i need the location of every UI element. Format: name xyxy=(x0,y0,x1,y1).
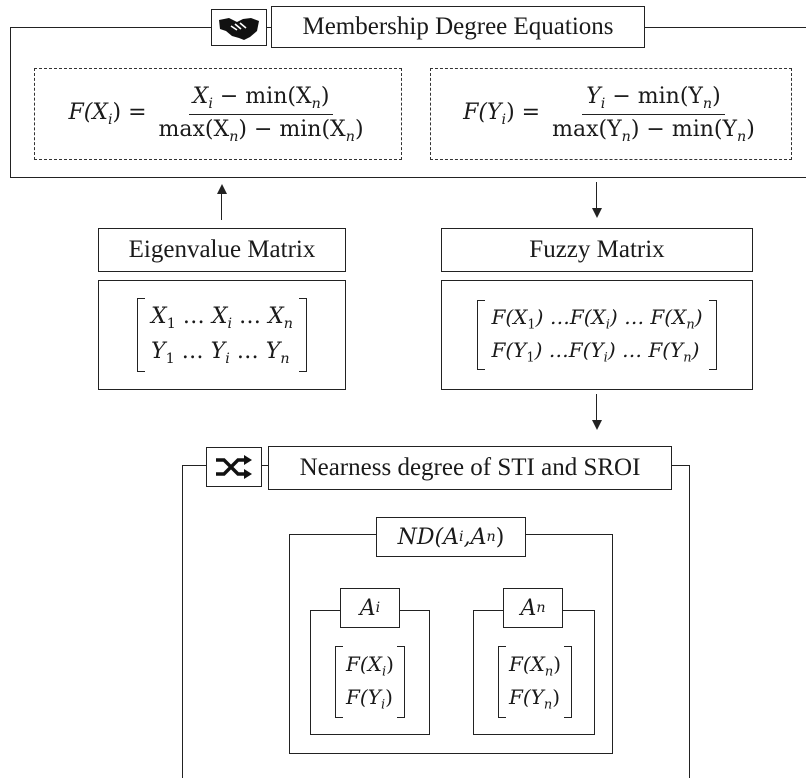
fuzzy-title: Fuzzy Matrix xyxy=(441,228,753,272)
eigen-matrix: X1 … Xi … Xn Y1 … Yi … Yn xyxy=(137,297,307,373)
arrow-down-line-2 xyxy=(596,394,597,420)
membership-icon-box xyxy=(211,9,267,46)
nearness-icon-box xyxy=(206,447,262,487)
arrow-up-head xyxy=(217,184,227,194)
equation-y: F(Yi) = Yi − min(Yn) max(Yn) − min(Yn) xyxy=(430,68,792,160)
arrow-down-head-2 xyxy=(592,420,602,430)
fuzzy-matrix-box: F(X1) …F(Xi) … F(Xn) F(Y1) …F(Yi) … F(Yn… xyxy=(441,280,753,390)
arrow-down-line-1 xyxy=(596,182,597,208)
eigen-row-2: Y1 … Yi … Yn xyxy=(151,339,290,367)
handshake-icon xyxy=(219,17,259,40)
arrow-up-line xyxy=(221,194,222,220)
membership-title: Membership Degree Equations xyxy=(271,6,645,48)
an-matrix: F(Xn) F(Yn) xyxy=(480,646,590,718)
eq-x-lhs: F(Xi) = xyxy=(68,100,147,128)
eigen-row-1: X1 … Xi … Xn xyxy=(151,303,293,332)
equation-x: F(Xi) = Xi − min(Xn) max(Xn) − min(Xn) xyxy=(34,68,402,160)
arrow-down-head-1 xyxy=(592,208,602,218)
eq-y-fraction: Yi − min(Yn) max(Yn) − min(Yn) xyxy=(552,83,755,145)
ai-matrix: F(Xi) F(Yi) xyxy=(316,646,424,718)
fuzzy-row-2: F(Y1) …F(Yi) … F(Yn) xyxy=(491,338,700,366)
fuzzy-matrix: F(X1) …F(Xi) … F(Xn) F(Y1) …F(Yi) … F(Yn… xyxy=(477,299,717,371)
fuzzy-row-1: F(X1) …F(Xi) … F(Xn) xyxy=(491,304,703,333)
shuffle-icon xyxy=(216,455,252,479)
eq-y-lhs: F(Yi) = xyxy=(463,100,541,128)
nearness-title: Nearness degree of STI and SROI xyxy=(268,446,672,490)
eq-x-fraction: Xi − min(Xn) max(Xn) − min(Xn) xyxy=(158,83,364,145)
eigen-matrix-box: X1 … Xi … Xn Y1 … Yi … Yn xyxy=(98,280,346,390)
eigen-title: Eigenvalue Matrix xyxy=(98,228,346,272)
